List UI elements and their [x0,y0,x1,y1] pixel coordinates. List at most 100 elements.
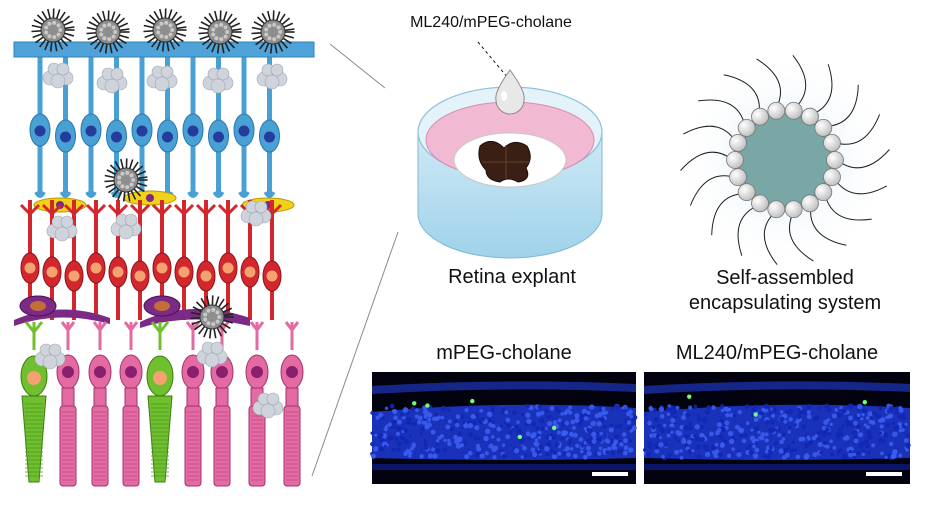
nucleus [428,453,433,458]
nucleus [720,442,725,447]
muller-glia-nucleus [154,301,170,311]
micelle-bead [264,32,268,36]
micelle-bead [267,24,271,28]
nucleus [549,415,552,418]
nucleus [526,419,531,424]
rod-cell-nucleus [125,366,137,378]
nucleus [780,410,784,414]
nucleus [514,448,519,453]
bipolar-cell-nucleus [188,126,199,137]
micelle-bead [216,320,220,324]
nucleus [629,415,633,419]
micelle-bead [164,35,168,39]
nucleus [898,406,902,410]
nucleus [797,414,802,419]
drug-cloud-puff [205,353,219,367]
nucleus [539,418,544,423]
nucleus [656,434,660,438]
nucleus [575,444,579,448]
nucleus [659,428,664,433]
micelle-bead [107,23,111,27]
micelle-bead [112,35,116,39]
tunel-positive-cell [552,426,556,430]
nucleus [434,413,438,417]
drug-cloud [97,68,127,93]
nucleus [532,452,537,457]
nucleus [587,451,592,456]
nucleus [861,442,865,446]
micelle-bead [169,33,173,37]
micelle-bead [206,309,210,313]
nucleus [819,451,823,455]
nucleus [703,445,708,450]
nucleus [545,410,549,414]
nucleus [881,417,886,422]
ganglion-cell-nucleus [69,271,80,282]
nucleus [844,435,849,440]
nucleus [468,423,473,428]
nucleus [818,442,823,447]
scale-bar [866,472,902,476]
rod-outer-segment [185,406,201,486]
nucleus [531,422,536,427]
nucleus [832,413,837,418]
nucleus [667,429,670,432]
nucleus [468,451,473,456]
nucleus [817,406,820,409]
nucleus [567,442,571,446]
drug-cloud-puff [261,404,275,418]
nucleus [553,420,558,425]
nucleus [755,448,760,453]
nucleus [849,450,852,453]
nucleus [392,409,396,413]
nucleus [609,423,613,427]
nucleus [893,449,898,454]
cholane-head [815,119,832,136]
ganglion-cell-nucleus [267,271,278,282]
nucleus [526,404,530,408]
nucleus [770,428,775,433]
micelle-bead [211,32,215,36]
nucleus [505,418,510,423]
drug-cloud [43,63,73,88]
nucleus [808,440,813,445]
nucleus [580,418,584,422]
nucleus [782,433,786,437]
nucleus [688,405,692,409]
nucleus [680,456,684,460]
cholane-head [823,169,840,186]
micelle-bead [170,28,174,32]
nucleus [621,406,625,410]
nucleus [677,439,680,442]
nucleus [866,416,870,420]
nucleus [373,446,378,451]
micelle-bead [277,35,281,39]
nucleus [667,412,671,416]
nucleus [589,437,592,440]
nucleus [739,433,744,438]
nucleus [788,426,791,429]
nucleus [447,439,450,442]
nucleus [483,436,488,441]
control-micrograph [370,372,637,484]
drug-cloud-puff [49,344,61,356]
micelle-bead [99,32,103,36]
nucleus [479,409,483,413]
tunel-positive-cell [754,412,758,416]
nucleus [443,439,447,443]
nucleus [687,449,692,454]
drug-cloud-puff [217,68,229,80]
nucleus [595,413,600,418]
bipolar-cell-nucleus [264,132,275,143]
micelle-bead [219,37,223,41]
nucleus [464,454,469,459]
nucleus [889,406,894,411]
nucleus [586,411,590,415]
rod-inner-segment [216,388,228,406]
drug-cloud-puff [125,214,137,226]
nucleus [829,439,833,443]
nucleus [468,432,473,437]
nucleus [628,438,632,442]
nucleus [679,449,683,453]
